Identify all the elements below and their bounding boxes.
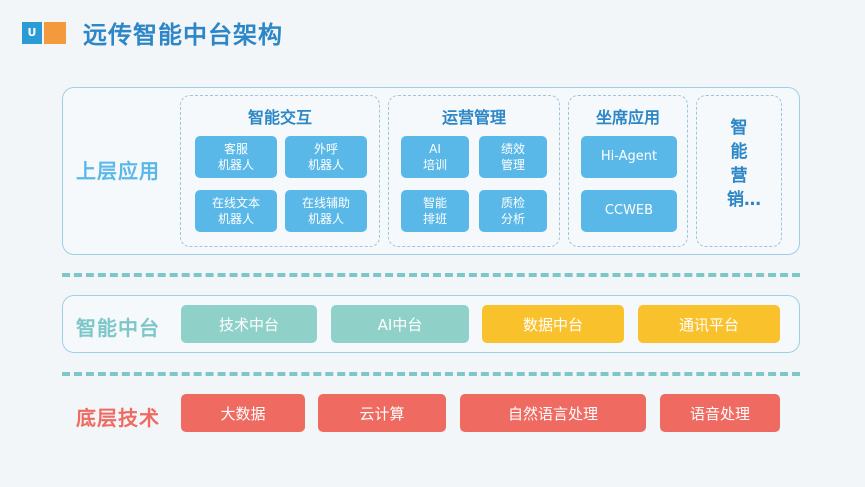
smart-marketing-vertical-text: 智能营销… <box>727 118 761 210</box>
box-tech-platform: 技术中台 <box>181 305 317 343</box>
box-data-platform: 数据中台 <box>482 305 624 343</box>
box-ccweb: CCWEB <box>581 190 677 232</box>
group-title-smart-interaction: 智能交互 <box>247 108 312 127</box>
bottom-layer-label: 底层技术 <box>76 406 160 430</box>
box-smart-scheduling: 智能 排班 <box>401 190 469 232</box>
logo-orange-block <box>44 22 66 44</box>
box-nlp: 自然语言处理 <box>460 394 646 432</box>
box-ai-platform: AI中台 <box>331 305 469 343</box>
separator-upper <box>62 273 800 277</box>
middle-layer-label: 智能中台 <box>76 316 160 340</box>
separator-lower <box>62 372 800 376</box>
box-performance: 绩效 管理 <box>479 136 547 178</box>
group-smart-interaction: 智能交互 客服 机器人 外呼 机器人 在线文本 机器人 在线辅助 机器人 <box>180 95 380 247</box>
box-big-data: 大数据 <box>181 394 305 432</box>
box-online-text-bot: 在线文本 机器人 <box>195 190 277 232</box>
box-cloud-computing: 云计算 <box>318 394 446 432</box>
group-smart-marketing: 智能营销… <box>696 95 782 247</box>
box-qa-analysis: 质检 分析 <box>479 190 547 232</box>
logo-letter: U <box>22 22 42 44</box>
box-outbound-bot: 外呼 机器人 <box>285 136 367 178</box>
logo: U <box>22 22 66 44</box>
box-ai-training: AI 培训 <box>401 136 469 178</box>
group-agent-apps: 坐席应用 Hi-Agent CCWEB <box>568 95 688 247</box>
group-operations: 运营管理 AI 培训 绩效 管理 智能 排班 质检 分析 <box>388 95 560 247</box>
group-title-operations: 运营管理 <box>441 108 506 127</box>
group-title-agent-apps: 坐席应用 <box>595 108 660 127</box>
page-title: 远传智能中台架构 <box>83 21 283 49</box>
box-service-bot: 客服 机器人 <box>195 136 277 178</box>
upper-layer-label: 上层应用 <box>76 159 160 183</box>
box-speech-processing: 语音处理 <box>660 394 780 432</box>
box-hi-agent: Hi-Agent <box>581 136 677 178</box>
box-comm-platform: 通讯平台 <box>638 305 780 343</box>
box-online-assist-bot: 在线辅助 机器人 <box>285 190 367 232</box>
